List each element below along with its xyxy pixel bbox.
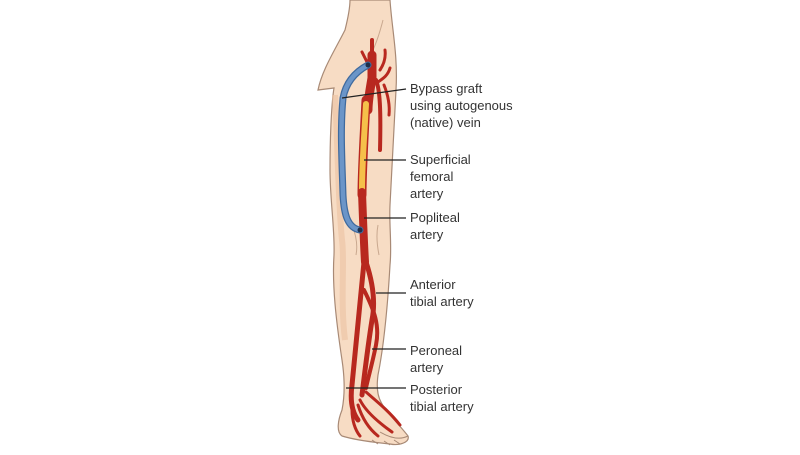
leader-lines — [341, 88, 407, 389]
leader-line-bypass-graft — [341, 88, 407, 99]
label-line: Posterior — [410, 382, 463, 397]
label-line: Popliteal — [410, 210, 460, 225]
label-peroneal-artery: Peroneal artery — [410, 342, 462, 376]
label-superficial-femoral-artery: Superficial femoral artery — [410, 151, 471, 202]
label-line: Anterior — [410, 277, 456, 292]
label-popliteal-artery: Popliteal artery — [410, 209, 460, 243]
vein-graft — [337, 61, 372, 234]
label-posterior-tibial-artery: Posterior tibial artery — [410, 381, 474, 415]
label-line: artery — [410, 227, 444, 242]
label-line: tibial artery — [410, 294, 474, 309]
label-line: Peroneal — [410, 343, 463, 358]
label-bypass-graft: Bypass graft using autogenous (native) v… — [410, 80, 513, 131]
label-line: artery — [410, 360, 444, 375]
label-line: using autogenous — [410, 98, 513, 113]
label-line: tibial artery — [410, 399, 474, 414]
label-line: femoral — [410, 169, 454, 184]
label-line: (native) vein — [410, 115, 481, 130]
arteries — [348, 38, 402, 438]
label-anterior-tibial-artery: Anterior tibial artery — [410, 276, 474, 310]
label-line: artery — [410, 186, 444, 201]
label-line: Bypass graft — [410, 81, 483, 96]
label-line: Superficial — [410, 152, 471, 167]
